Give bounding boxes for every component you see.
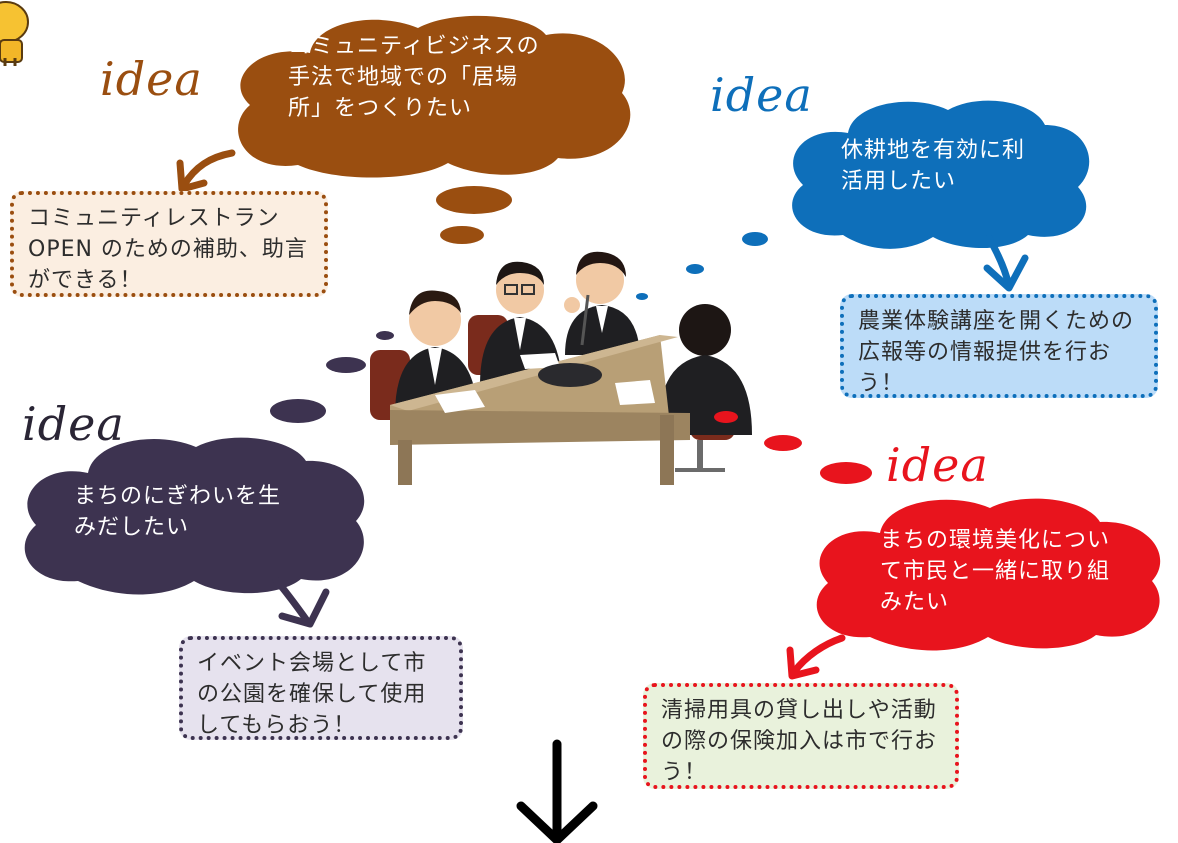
- down-arrow: [516, 739, 598, 843]
- cloud-clean: まちの環境美化について市民と一緒に取り組みたい: [808, 495, 1174, 651]
- cloud-text-farm: 休耕地を有効に利活用したい: [841, 138, 1026, 195]
- meeting-illustration: [370, 251, 752, 485]
- support-box-community: コミュニティレストランOPEN のための補助、助言ができる！: [10, 191, 328, 297]
- support-box-farm: 農業体験講座を開くための広報等の情報提供を行おう！: [840, 294, 1158, 398]
- support-text-clean: 清掃用具の貸し出しや活動の際の保険加入は市で行おう！: [661, 698, 938, 786]
- arrow-farm: [983, 234, 1029, 292]
- cloud-text-lively: まちのにぎわいを生みだしたい: [74, 484, 282, 541]
- thought-dot-community: [440, 226, 484, 244]
- cloud-farm: 休耕地を有効に利活用したい: [783, 95, 1093, 249]
- thought-dot-farm: [742, 232, 768, 246]
- cloud-text-clean: まちの環境美化について市民と一緒に取り組みたい: [880, 528, 1111, 616]
- thought-dot-farm: [686, 264, 704, 274]
- support-text-community: コミュニティレストランOPEN のための補助、助言ができる！: [28, 206, 308, 294]
- idea-label-farm: idea: [710, 68, 813, 122]
- thought-dot-farm: [636, 293, 648, 300]
- arrow-clean: [786, 634, 846, 680]
- idea-label-lively: idea: [22, 397, 125, 451]
- idea-label-clean: idea: [886, 438, 989, 492]
- thought-dot-lively: [376, 331, 394, 340]
- cloud-text-community: コミュニティビジネスの手法で地域での「居場所」をつくりたい: [288, 34, 540, 122]
- cloud-lively: まちのにぎわいを生みだしたい: [16, 433, 378, 595]
- arrow-community: [176, 149, 236, 193]
- thought-dot-community: [436, 186, 512, 214]
- support-box-lively: イベント会場として市の公園を確保して使用してもらおう！: [179, 636, 463, 740]
- idea-label-community: idea: [100, 52, 203, 106]
- support-text-lively: イベント会場として市の公園を確保して使用してもらおう！: [197, 651, 427, 739]
- thought-dot-clean: [714, 411, 738, 423]
- mascot-illustration: [0, 1, 29, 66]
- thought-dot-clean: [764, 435, 802, 451]
- cloud-community: コミュニティビジネスの手法で地域での「居場所」をつくりたい: [228, 13, 636, 178]
- support-text-farm: 農業体験講座を開くための広報等の情報提供を行おう！: [858, 309, 1135, 397]
- thought-dot-lively: [326, 357, 366, 373]
- thought-dot-lively: [270, 399, 326, 423]
- thought-dot-clean: [820, 462, 872, 484]
- arrow-lively: [272, 576, 330, 628]
- support-box-clean: 清掃用具の貸し出しや活動の際の保険加入は市で行おう！: [643, 683, 959, 789]
